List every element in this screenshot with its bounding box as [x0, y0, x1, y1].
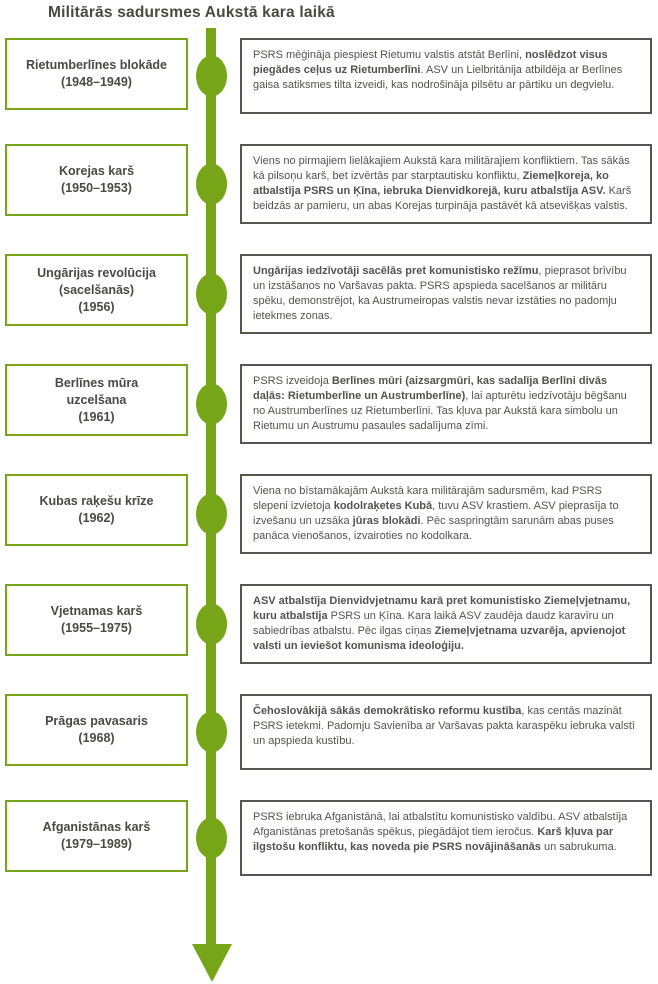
timeline-event-row: Kubas raķešu krīze (1962) Viena no bīsta…	[5, 474, 658, 554]
timeline-event-row: Ungārijas revolūcija (sacelšanās) (1956)…	[5, 254, 658, 334]
event-name: Afganistānas karš	[42, 820, 151, 834]
event-name: Kubas raķešu krīze	[39, 494, 154, 508]
event-description: Viens no pirmajiem lielākajiem Aukstā ka…	[253, 155, 632, 212]
event-name: Vjetnamas karš	[50, 604, 143, 618]
event-date: (1950–1953)	[61, 181, 132, 195]
event-description-box: ASV atbalstīja Dienvidvjetnamu karā pret…	[240, 584, 652, 664]
event-name: Ungārijas revolūcija (sacelšanās)	[37, 265, 156, 297]
event-description-box: Ungārijas iedzīvotāji sacēlās pret komun…	[240, 254, 652, 334]
event-description-box: PSRS iebruka Afganistānā, lai atbalstītu…	[240, 800, 652, 876]
event-date: (1979–1989)	[61, 837, 132, 851]
event-date: (1956)	[78, 299, 115, 314]
timeline-event-row: Korejas karš (1950–1953) Viens no pirmaj…	[5, 144, 658, 224]
timeline-dot-icon	[196, 817, 227, 859]
timeline-event-row: Afganistānas karš (1979–1989) PSRS iebru…	[5, 800, 658, 876]
event-date: (1948–1949)	[61, 75, 132, 89]
event-description: PSRS mēģināja piespiest Rietumu valstis …	[253, 49, 623, 91]
event-description-box: PSRS mēģināja piespiest Rietumu valstis …	[240, 38, 652, 114]
timeline-dot-icon	[196, 711, 227, 753]
event-date: (1961)	[78, 409, 115, 424]
event-label-box: Berlīnes mūra uzcelšana (1961)	[5, 364, 188, 436]
event-description-box: Čehoslovākijā sākās demokrātisko reformu…	[240, 694, 652, 770]
timeline-dot-icon	[196, 163, 227, 205]
event-name: Prāgas pavasaris	[45, 714, 148, 728]
event-label-box: Ungārijas revolūcija (sacelšanās) (1956)	[5, 254, 188, 326]
timeline-event-row: Vjetnamas karš (1955–1975) ASV atbalstīj…	[5, 584, 658, 664]
event-date: (1968)	[78, 731, 115, 745]
event-label-box: Afganistānas karš (1979–1989)	[5, 800, 188, 872]
event-name: Berlīnes mūra uzcelšana	[54, 375, 139, 407]
timeline-event-row: Prāgas pavasaris (1968) Čehoslovākijā sā…	[5, 694, 658, 770]
event-label-box: Vjetnamas karš (1955–1975)	[5, 584, 188, 656]
event-label-box: Korejas karš (1950–1953)	[5, 144, 188, 216]
timeline-dot-icon	[196, 493, 227, 535]
event-description-box: Viens no pirmajiem lielākajiem Aukstā ka…	[240, 144, 652, 224]
timeline-rows: Rietumberlīnes blokāde (1948–1949) PSRS …	[0, 38, 658, 876]
timeline-event-row: Rietumberlīnes blokāde (1948–1949) PSRS …	[5, 38, 658, 114]
event-label-box: Rietumberlīnes blokāde (1948–1949)	[5, 38, 188, 110]
event-label-box: Kubas raķešu krīze (1962)	[5, 474, 188, 546]
page-title: Militārās sadursmes Aukstā kara laikā	[48, 4, 335, 21]
event-date: (1962)	[78, 511, 115, 525]
event-description: Viena no bīstamākajām Aukstā kara militā…	[253, 485, 619, 542]
event-label-box: Prāgas pavasaris (1968)	[5, 694, 188, 766]
event-description: PSRS iebruka Afganistānā, lai atbalstītu…	[253, 811, 628, 853]
event-name: Rietumberlīnes blokāde	[25, 58, 167, 72]
timeline-dot-icon	[196, 55, 227, 97]
timeline-dot-icon	[196, 603, 227, 645]
event-name: Korejas karš	[58, 164, 135, 178]
event-description: PSRS izveidoja Berlīnes mūri (aizsargmūr…	[253, 375, 627, 432]
event-description: Ungārijas iedzīvotāji sacēlās pret komun…	[253, 265, 627, 322]
event-description-box: PSRS izveidoja Berlīnes mūri (aizsargmūr…	[240, 364, 652, 444]
timeline-arrow-down-icon	[192, 944, 232, 982]
timeline-dot-icon	[196, 273, 227, 315]
event-description: Čehoslovākijā sākās demokrātisko reformu…	[253, 705, 635, 747]
timeline-line	[206, 28, 216, 945]
event-date: (1955–1975)	[61, 621, 132, 635]
timeline-event-row: Berlīnes mūra uzcelšana (1961) PSRS izve…	[5, 364, 658, 444]
event-description: ASV atbalstīja Dienvidvjetnamu karā pret…	[253, 595, 631, 652]
event-description-box: Viena no bīstamākajām Aukstā kara militā…	[240, 474, 652, 554]
timeline-dot-icon	[196, 383, 227, 425]
